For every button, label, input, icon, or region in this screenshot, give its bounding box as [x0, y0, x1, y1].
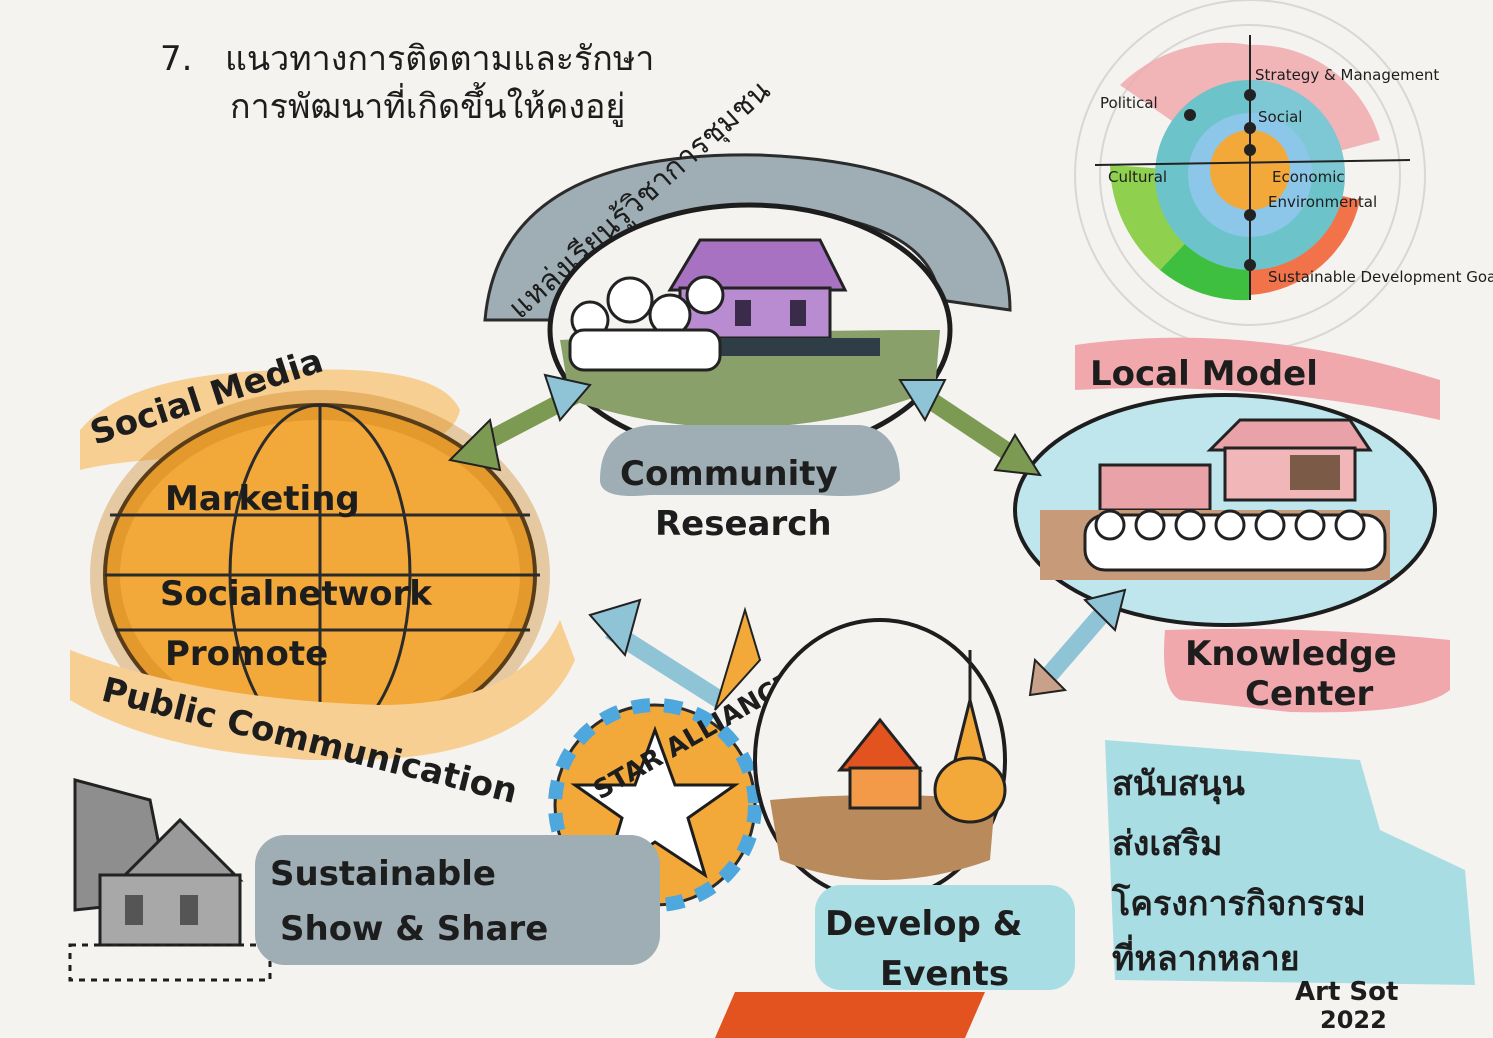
local-model-caption-2: Center [1245, 674, 1374, 714]
heading-number: 7. [160, 39, 192, 79]
local-model-people-icon [1083, 509, 1387, 572]
local-model-caption-1: Knowledge [1185, 634, 1397, 674]
develop-label-2: Events [880, 954, 1009, 994]
heading: 7. แนวทางการติดตามและรักษา การพัฒนาที่เก… [160, 39, 654, 127]
wheel-label-social: Social [1258, 108, 1302, 126]
strategy-wheel: Strategy & Management Political Social C… [1074, 0, 1493, 351]
develop-events-node: Develop & Events [753, 618, 1075, 994]
wheel-label-cultural: Cultural [1108, 168, 1167, 186]
local-model-house-icon [1098, 418, 1373, 512]
community-people-icon [568, 275, 725, 372]
accent-block [715, 992, 985, 1038]
wheel-label-strategy: Strategy & Management [1255, 66, 1439, 84]
globe-line-2: Socialnetwork [160, 574, 433, 614]
globe-line-1: Marketing [165, 479, 360, 519]
local-model-node: Local Model Knowledge Center [1013, 337, 1450, 714]
thai-note-line-2: ส่งเสริม [1112, 824, 1222, 864]
develop-label-1: Develop & [825, 904, 1022, 944]
community-research-label-2: Research [655, 504, 832, 544]
arrow-globe-community [447, 373, 592, 472]
signature-name: Art Sot [1295, 977, 1398, 1007]
village-house-icon [73, 778, 244, 947]
wheel-label-economic: Economic [1272, 168, 1345, 186]
heading-line-1: แนวทางการติดตามและรักษา [225, 39, 654, 79]
arrow-star-globe [588, 598, 762, 711]
thai-note-line-4: ที่หลากหลาย [1112, 934, 1300, 979]
thai-note: สนับสนุน ส่งเสริม โครงการกิจกรรม ที่หลาก… [1105, 740, 1475, 985]
globe-line-3: Promote [165, 634, 328, 674]
sustainable-label-1: Sustainable [270, 854, 496, 894]
local-model-banner: Local Model [1090, 354, 1318, 394]
sustainable-node: Sustainable Show & Share [68, 778, 660, 982]
community-research-label-1: Community [620, 454, 838, 494]
signature-year: 2022 [1320, 1006, 1387, 1034]
crowd-icon [68, 943, 272, 982]
arrow-community-localmodel [898, 379, 1042, 477]
star-icon [570, 725, 740, 879]
thai-note-line-1: สนับสนุน [1112, 764, 1245, 805]
heading-line-2: การพัฒนาที่เกิดขึ้นให้คงอยู่ [230, 82, 625, 127]
sustainable-label-2: Show & Share [280, 909, 548, 949]
thai-note-line-3: โครงการกิจกรรม [1111, 883, 1366, 924]
signature: Art Sot 2022 [1295, 977, 1398, 1034]
wheel-label-environmental: Environmental [1268, 193, 1377, 211]
wheel-label-sdg: Sustainable Development Goals [1268, 268, 1493, 286]
wheel-label-political: Political [1100, 94, 1158, 112]
globe-node: Social Media Marketing Socialnetwork Pro… [70, 341, 575, 812]
flow-arrows [447, 373, 1127, 711]
community-research-node: แหล่งเรียนรู้วิชาการชุมชน Community Rese… [483, 73, 1012, 544]
arrow-localmodel-develop [1028, 588, 1127, 697]
temple-icon [836, 650, 1007, 824]
